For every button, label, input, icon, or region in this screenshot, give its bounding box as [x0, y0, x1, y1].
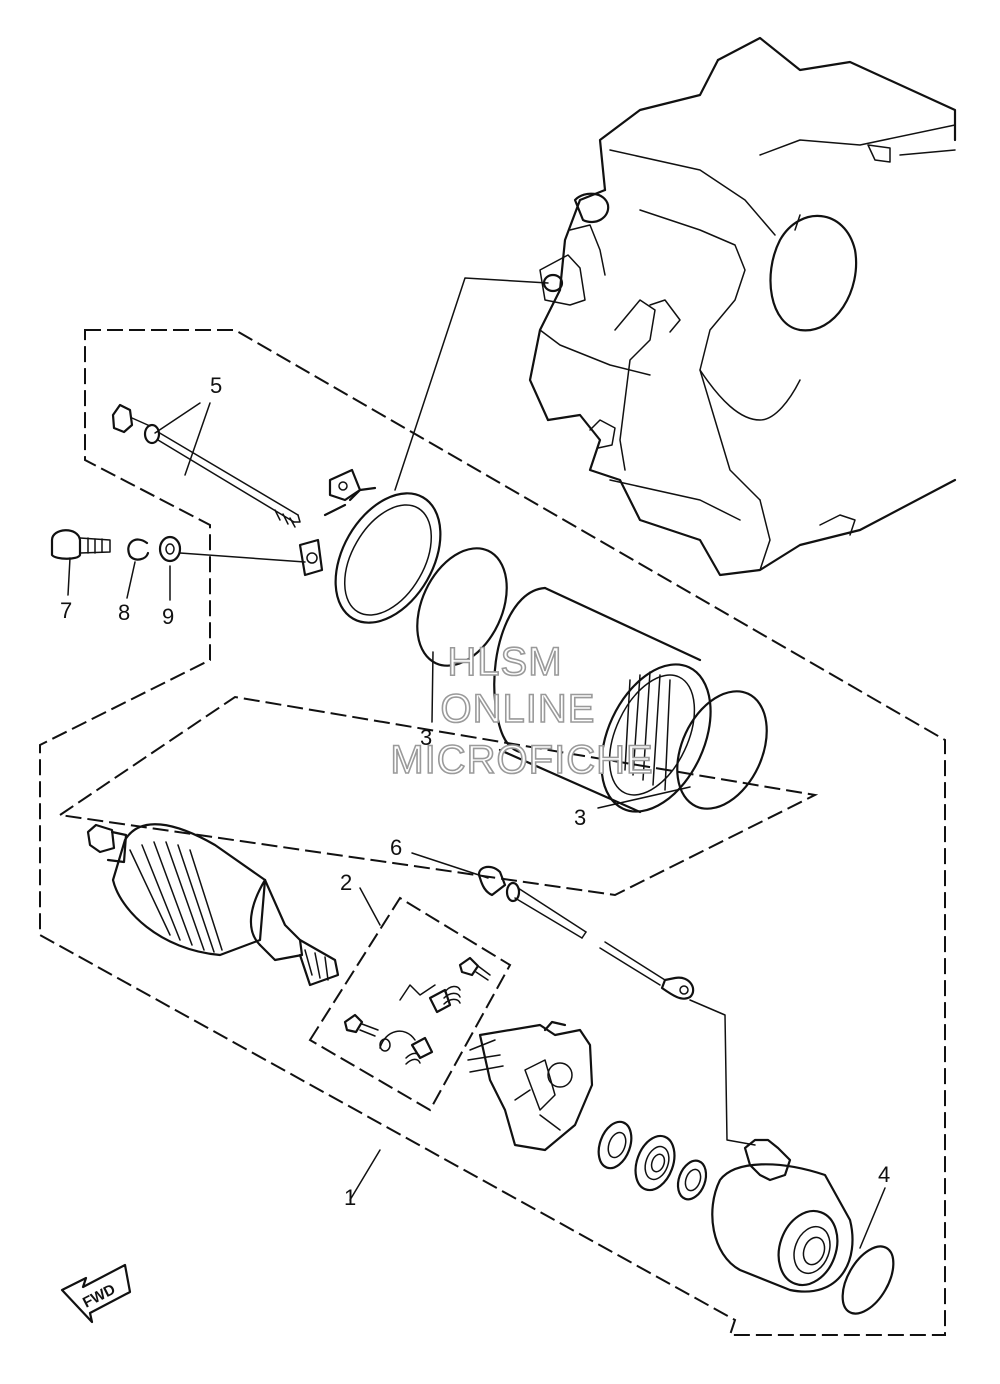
- leader-lines: [67, 277, 886, 1249]
- callout-3-lower: 3: [574, 805, 586, 830]
- watermark-line-1: HLSM: [447, 640, 562, 684]
- screw-7: [50, 529, 111, 560]
- callout-8: 8: [118, 600, 130, 625]
- watermark-line-3: MICROFICHE: [390, 738, 653, 782]
- rear-washers-bearing: [597, 1120, 708, 1201]
- armature: [86, 823, 340, 987]
- yoke-body: [493, 586, 712, 814]
- o-ring-3-lower: [676, 690, 768, 810]
- terminal-bolt-6: [477, 865, 695, 1000]
- through-bolt-5: [111, 403, 301, 528]
- brush-holder-set-2: [343, 956, 491, 1065]
- callout-4: 4: [878, 1162, 890, 1187]
- crankcase: [528, 36, 957, 577]
- callout-labels: 5 7 8 9 3 3 6 2 1 4: [60, 373, 890, 1210]
- callout-2: 2: [340, 870, 352, 895]
- o-ring-4: [841, 1245, 895, 1315]
- rear-bracket: [467, 1020, 594, 1152]
- callout-3-upper: 3: [420, 725, 432, 750]
- fwd-arrow-icon: FWD: [60, 1263, 132, 1324]
- o-ring-3-upper: [416, 547, 508, 667]
- callout-7: 7: [60, 598, 72, 623]
- callout-6: 6: [390, 835, 402, 860]
- circlip-8: [127, 538, 150, 561]
- callout-5: 5: [210, 373, 222, 398]
- callout-1: 1: [344, 1185, 356, 1210]
- washer-9: [158, 535, 182, 563]
- assembly-outline: [39, 329, 946, 1336]
- watermark: HLSM ONLINE MICROFICHE: [390, 639, 654, 783]
- front-cover: [298, 468, 442, 624]
- callout-9: 9: [162, 604, 174, 629]
- end-cover: [711, 1138, 854, 1293]
- watermark-line-2: ONLINE: [441, 687, 596, 731]
